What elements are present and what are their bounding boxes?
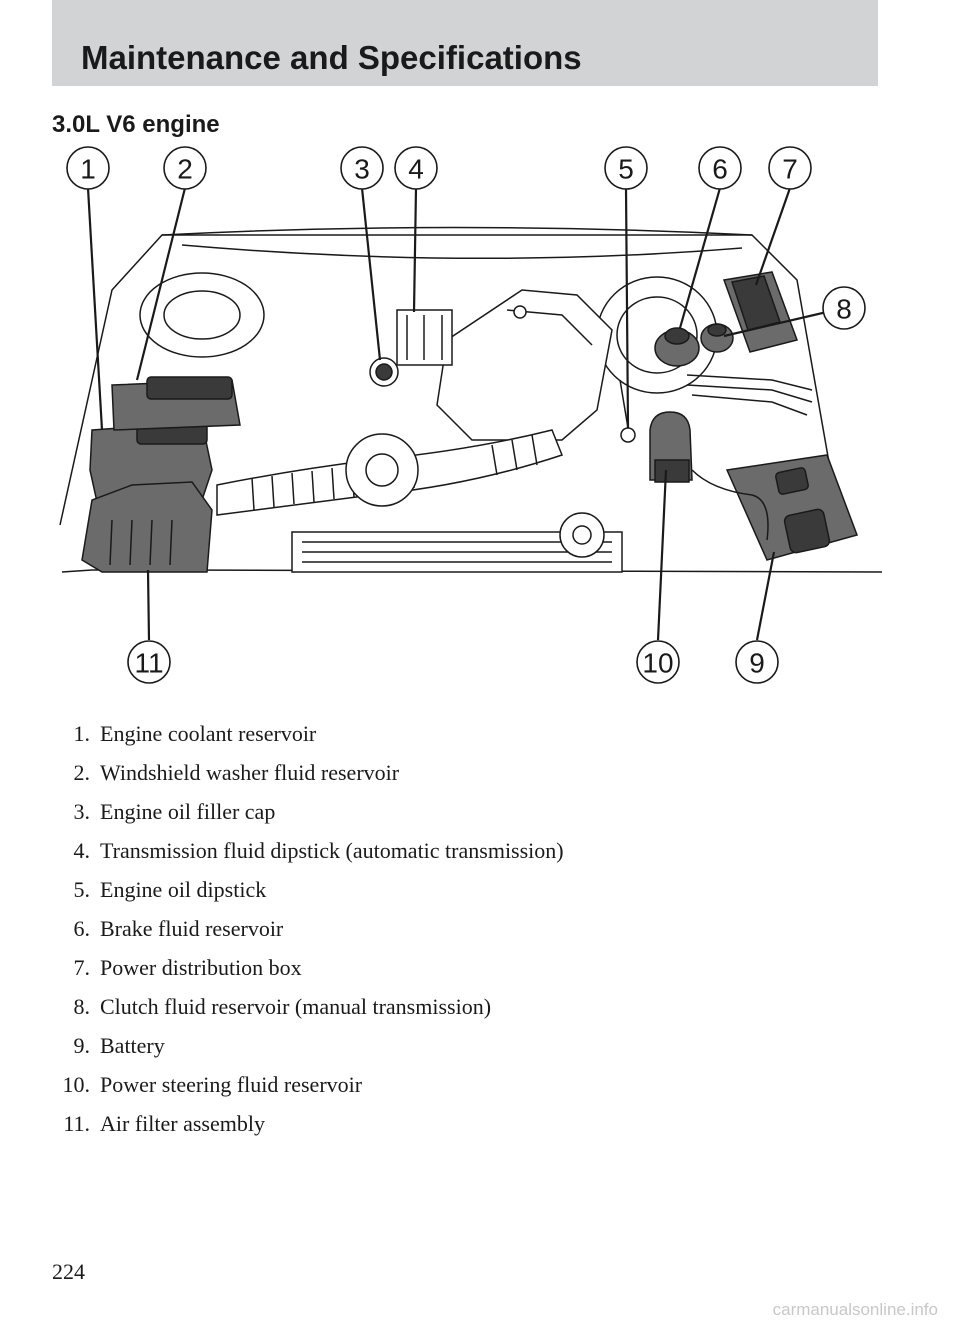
callout-4-label: 4 (408, 154, 424, 185)
intake-plenum (436, 289, 613, 441)
page-title: Maintenance and Specifications (81, 39, 582, 76)
cowl (161, 226, 753, 236)
callout-5: 5 (604, 146, 648, 190)
callout-10: 10 (636, 640, 680, 684)
legend-item: 8. Clutch fluid reservoir (manual transmi… (52, 987, 872, 1026)
legend-number: 1. (73, 721, 91, 746)
header-band (52, 0, 878, 86)
legend-item: 1. Engine coolant reservoir (52, 714, 872, 753)
callout-5-label: 5 (618, 154, 634, 185)
legend-number: 4. (73, 838, 91, 863)
callout-7-label: 7 (782, 154, 798, 185)
engine-diagram: 1 2 3 4 5 6 7 8 (52, 140, 892, 700)
legend-number: 3. (73, 799, 91, 824)
legend-number: 5. (73, 877, 91, 902)
legend-label: Transmission fluid dipstick (automatic t… (100, 838, 564, 863)
legend-number: 6. (73, 916, 91, 941)
callout-3-label: 3 (354, 154, 370, 185)
firewall-line (181, 244, 743, 260)
section-heading: 3.0L V6 engine (52, 111, 220, 138)
legend-item: 5. Engine oil dipstick (52, 870, 872, 909)
legend-number: 9. (73, 1033, 91, 1058)
fender-left (59, 234, 841, 526)
legend-number: 8. (73, 994, 91, 1019)
legend-item: 4. Transmission fluid dipstick (automatic… (52, 831, 872, 870)
legend-label: Battery (100, 1033, 165, 1058)
legend-item: 9. Battery (52, 1026, 872, 1065)
callout-3: 3 (340, 146, 384, 190)
callout-2: 2 (163, 146, 207, 190)
legend-number: 10. (62, 1072, 91, 1097)
callout-6: 6 (698, 146, 742, 190)
legend-item: 3. Engine oil filler cap (52, 792, 872, 831)
callout-7: 7 (768, 146, 812, 190)
callout-11: 11 (127, 640, 171, 684)
engine-diagram-svg: 1 2 3 4 5 6 7 8 (59, 146, 883, 684)
legend-label: Windshield washer fluid reservoir (100, 760, 400, 785)
callout-4: 4 (394, 146, 438, 190)
callout-9-label: 9 (749, 648, 765, 679)
legend-label: Air filter assembly (100, 1111, 265, 1136)
legend-label: Engine oil dipstick (100, 877, 267, 902)
legend-number: 11. (63, 1111, 90, 1136)
legend-label: Power steering fluid reservoir (100, 1072, 363, 1097)
oil-dipstick-handle (620, 427, 636, 443)
watermark: carmanualsonline.info (772, 1300, 938, 1319)
page-number: 224 (52, 1259, 85, 1284)
legend-item: 7. Power distribution box (52, 948, 872, 987)
callout-8: 8 (822, 286, 866, 330)
valve-cover-left (139, 272, 265, 358)
callout-10-label: 10 (642, 648, 673, 679)
callout-1-label: 1 (80, 154, 96, 185)
legend-number: 7. (73, 955, 91, 980)
callout-8-label: 8 (836, 294, 852, 325)
legend-item: 10. Power steering fluid reservoir (52, 1065, 872, 1104)
legend-label: Brake fluid reservoir (100, 916, 284, 941)
front-pulley (345, 433, 419, 507)
component-legend: 1. Engine coolant reservoir 2. Windshield … (52, 714, 872, 1143)
air-filter-assembly (81, 481, 213, 573)
callout-11-label: 11 (134, 648, 163, 679)
legend-item: 2. Windshield washer fluid reservoir (52, 753, 872, 792)
callout-1: 1 (66, 146, 110, 190)
callout-2-label: 2 (177, 154, 193, 185)
legend-label: Clutch fluid reservoir (manual transmiss… (100, 994, 492, 1019)
legend-item: 6. Brake fluid reservoir (52, 909, 872, 948)
legend-label: Engine coolant reservoir (100, 721, 317, 746)
legend-item: 11. Air filter assembly (52, 1104, 872, 1143)
callout-9: 9 (735, 640, 779, 684)
legend-number: 2. (73, 760, 91, 785)
callout-6-label: 6 (712, 154, 728, 185)
legend-label: Power distribution box (100, 955, 302, 980)
legend-label: Engine oil filler cap (100, 799, 276, 824)
